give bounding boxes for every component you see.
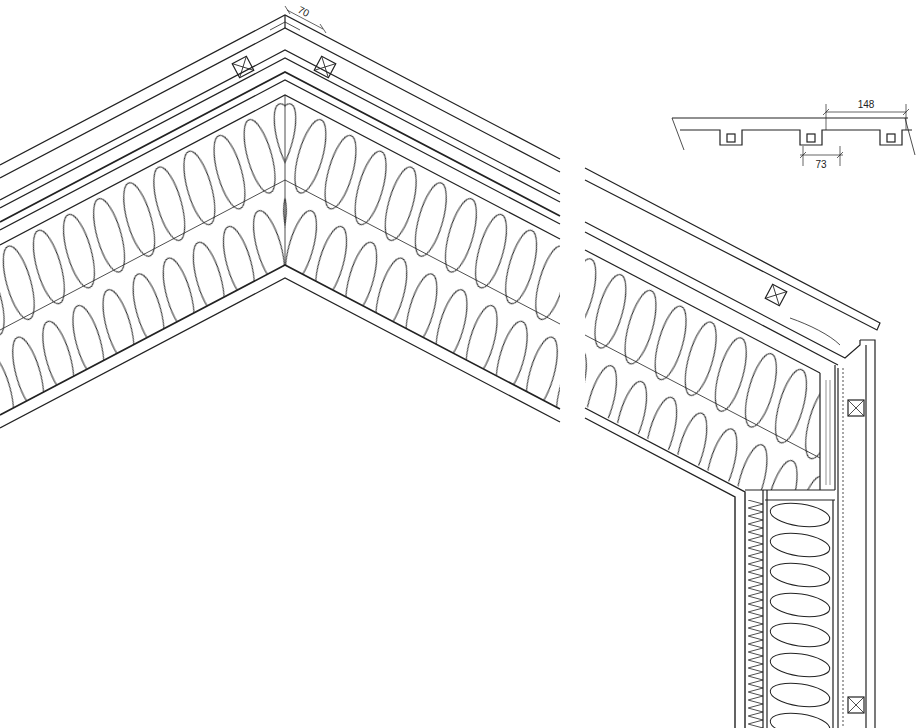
dimension-label: 73 xyxy=(813,159,828,170)
dimension-label: 70 xyxy=(295,3,314,20)
dimension-label: 148 xyxy=(856,99,877,110)
